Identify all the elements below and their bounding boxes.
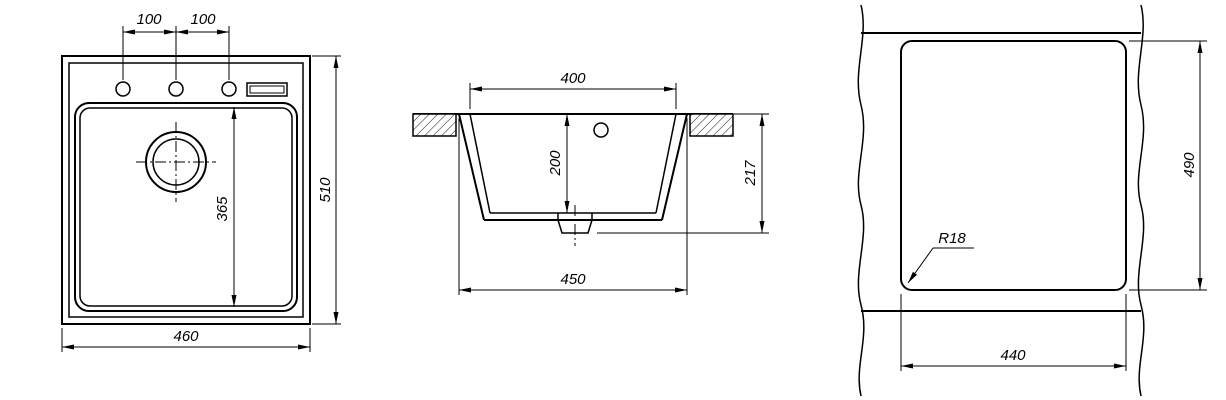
section-view: 400 200 217 450 (412, 70, 769, 295)
bowl-wall-outer-left (458, 113, 485, 221)
sink-outer-edge (61, 55, 311, 325)
dim-label-100-left: 100 (136, 11, 162, 28)
cutout-outline (900, 40, 1127, 291)
dim-label-100-right: 100 (190, 11, 216, 28)
overflow-slot-outer (246, 82, 288, 97)
bowl-inner-edge (79, 107, 293, 307)
countertop-hatch-right (689, 113, 734, 137)
countertop-sections (412, 113, 734, 137)
overflow-slot-inner (249, 85, 285, 94)
bowl-wall-outer-right (661, 113, 688, 221)
countertop-hatch-left (412, 113, 457, 137)
dim-label-400: 400 (560, 70, 586, 87)
radius-label-r18: R18 (938, 230, 966, 247)
dim-label-460: 460 (173, 328, 199, 345)
faucet-holes (115, 81, 288, 97)
cutout-view-dimensions: 490 440 R18 (900, 40, 1207, 371)
top-view-dimensions: 100 100 510 365 460 (61, 11, 341, 352)
bowl-section-profile (458, 113, 688, 246)
drain-fitting (556, 219, 594, 234)
leader-line-r18 (907, 247, 934, 284)
faucet-hole-center (168, 81, 184, 97)
dim-label-200: 200 (547, 150, 564, 177)
bowl-wall-inner-right (655, 113, 677, 214)
dim-label-490: 490 (1181, 152, 1198, 178)
faucet-hole-left (115, 81, 131, 97)
cutout-view: 490 440 R18 (857, 4, 1207, 397)
break-line-left (857, 4, 865, 397)
overflow-hole (593, 122, 609, 138)
bowl-outer-edge (74, 102, 298, 312)
dim-label-440: 440 (1000, 347, 1026, 364)
countertop-broken-edges (857, 4, 1145, 397)
break-line-right (1137, 4, 1145, 397)
drain-hole (136, 122, 216, 202)
faucet-hole-right (221, 81, 237, 97)
dim-label-510: 510 (317, 177, 334, 203)
section-view-dimensions: 400 200 217 450 (458, 70, 769, 295)
sink-body-outline (61, 55, 311, 325)
sink-rim-edge (68, 62, 304, 318)
dim-label-217: 217 (742, 160, 759, 187)
dim-label-365: 365 (214, 196, 231, 222)
top-view: 100 100 510 365 460 (61, 11, 341, 352)
dim-label-450: 450 (560, 271, 586, 288)
bowl-wall-inner-left (469, 113, 491, 214)
